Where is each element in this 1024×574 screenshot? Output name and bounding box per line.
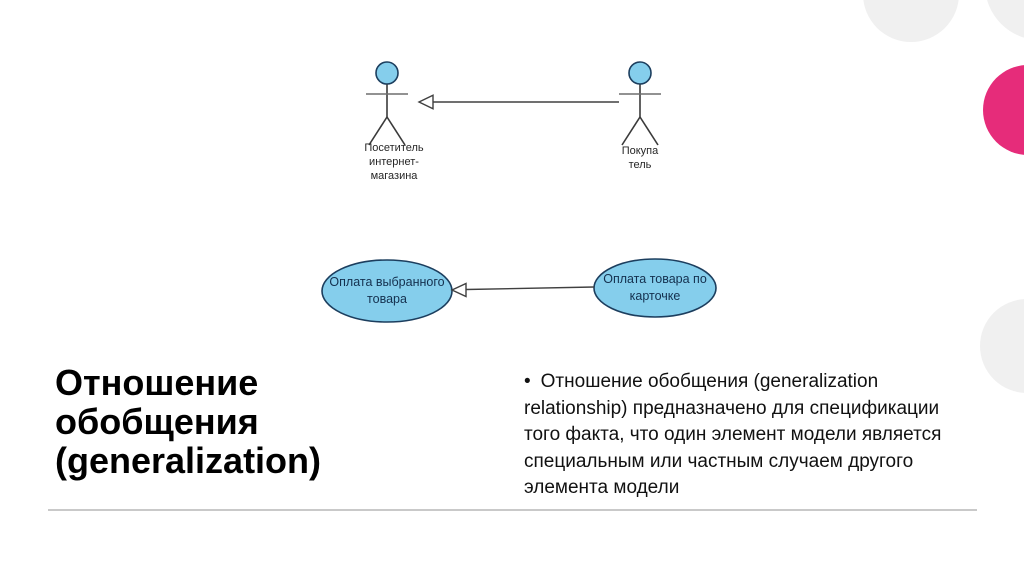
use-case-label-line: товара [367,291,407,306]
actor-figure-visitor [366,61,408,146]
actor-head-icon [628,61,652,85]
actor-leg-right [386,116,406,146]
actor-label-line: Посетитель [364,142,424,154]
actor-label-line: магазина [370,170,418,182]
actor-figure-buyer [619,61,661,146]
use-case-label-line: Оплата товара по [603,272,707,286]
hollow-triangle-arrowhead-icon [417,94,434,110]
slide-title-line: обобщения [55,401,259,442]
actor-label-line: тель [628,159,652,171]
use-case-ellipse-pay-by-card [593,258,717,318]
bottom-divider-line [48,509,977,511]
actor-label-buyer: Покупа тель [590,144,690,172]
hollow-triangle-arrowhead-icon [450,282,467,298]
slide-title-line: Отношение [55,362,259,403]
slide-title: Отношение обобщения (generalization) [55,363,321,480]
actor-leg-right [639,116,659,146]
use-case-label-pay-by-card: Оплата товара по карточке [593,271,717,304]
actor-label-visitor: Посетитель интернет- магазина [344,141,444,183]
slide-body-text: •Отношение обобщения (generalization rel… [524,369,979,502]
use-case-label-pay-selected: Оплата выбранного товара [317,274,457,307]
use-case-label-line: карточке [629,288,681,303]
actor-head-icon [375,61,399,85]
bullet-text: Отношение обобщения (generalization rela… [524,371,942,499]
arrow-shaft [465,286,595,291]
slide-title-line: (generalization) [55,440,322,481]
actor-leg-left [368,116,388,146]
generalization-arrow-actors [417,94,619,110]
use-case-label-line: Оплата выбранного [329,275,445,289]
actor-label-line: интернет- [369,156,419,168]
actor-leg-left [621,116,641,146]
use-case-ellipse-pay-selected [321,259,453,323]
actor-label-line: Покупа [621,145,659,157]
bullet-icon: • [524,371,531,392]
generalization-arrow-use-cases [450,282,595,298]
